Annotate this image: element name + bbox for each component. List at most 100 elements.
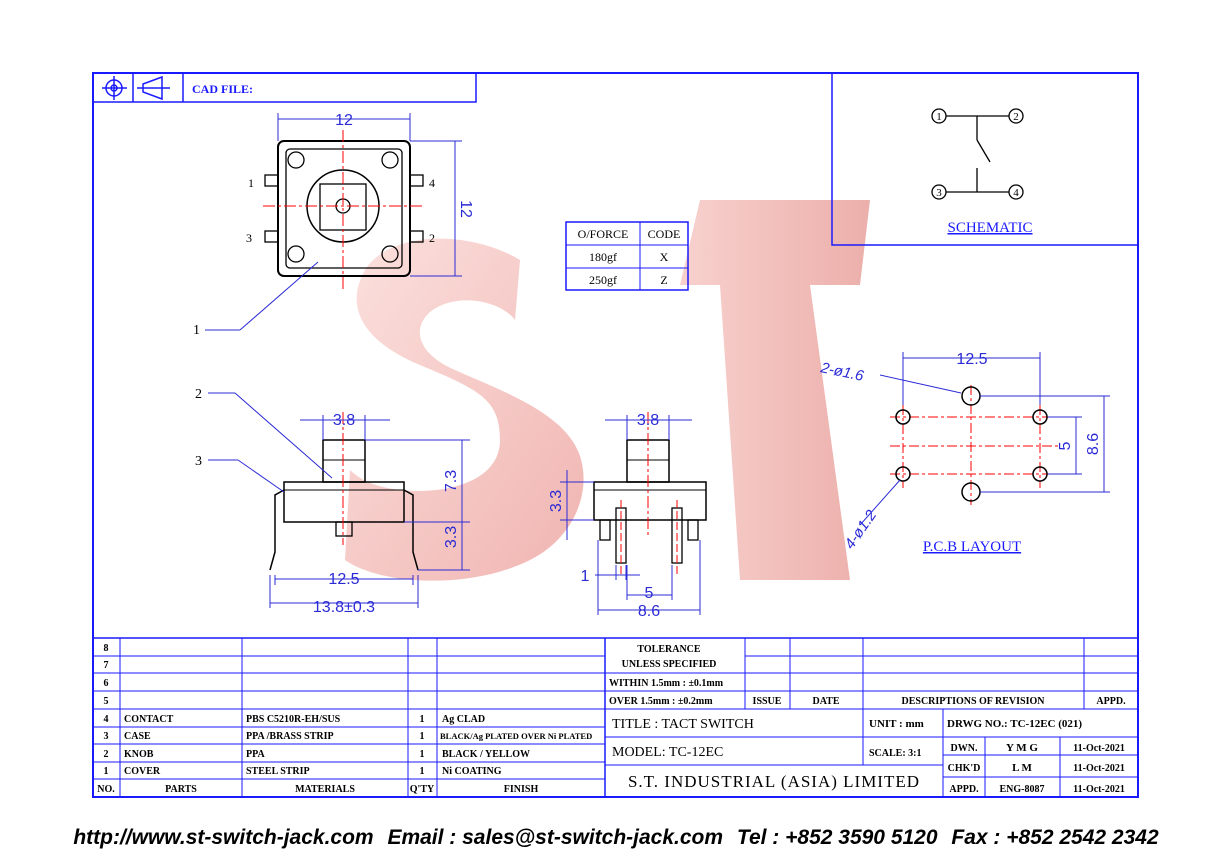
force-row-1-force: 180gf <box>589 250 617 264</box>
schematic-pin-4: 4 <box>1013 187 1019 199</box>
parts-row-7-no: 7 <box>104 660 109 671</box>
parts-header-materials: MATERIALS <box>295 784 355 795</box>
force-header-oforce: O/FORCE <box>578 227 629 241</box>
pcb-hole-small: 4-ø1.2 <box>841 506 880 552</box>
schematic-pin-1: 1 <box>936 111 942 123</box>
front-dim-width: 8.6 <box>638 603 660 620</box>
parts-header-finish: FINISH <box>504 784 539 795</box>
front-view: 3.8 3.3 1 5 8.6 <box>548 412 707 620</box>
top-callout-1: 1 <box>193 323 200 338</box>
parts-row-4-finish: Ag CLAD <box>442 714 485 725</box>
drwg-no-text: DRWG NO.: TC-12EC (021) <box>947 718 1082 730</box>
parts-row-4-qty: 1 <box>420 714 425 725</box>
parts-row-2-finish: BLACK / YELLOW <box>442 749 530 760</box>
bottom-tables <box>93 637 1138 797</box>
chkd-value: L M <box>1012 762 1032 774</box>
tolerance-line-4: OVER 1.5mm : ±0.2mm <box>609 696 713 707</box>
unit-text: UNIT : mm <box>869 718 924 730</box>
parts-row-2-material: PPA <box>246 749 265 760</box>
side-dim-height-body: 3.3 <box>443 526 460 548</box>
pcb-title: P.C.B LAYOUT <box>923 539 1021 555</box>
appd-date: 11-Oct-2021 <box>1073 784 1125 795</box>
schematic-pin-3: 3 <box>936 187 942 199</box>
model-text: MODEL: TC-12EC <box>612 745 723 760</box>
top-dim-width: 12 <box>335 112 353 129</box>
side-view: 3.8 7.3 3.3 12.5 13.8±0.3 2 3 <box>195 387 470 616</box>
top-dim-height: 12 <box>457 200 474 218</box>
parts-row-1-qty: 1 <box>420 766 425 777</box>
pcb-hole-large: 2-ø1.6 <box>818 359 866 385</box>
appd-label: APPD. <box>949 784 979 795</box>
title-text: TITLE : TACT SWITCH <box>612 717 754 732</box>
parts-row-8-no: 8 <box>104 643 109 654</box>
parts-table: 8 7 6 5 4 CONTACT PBS C5210R-EH/SUS 1 Ag… <box>97 643 592 795</box>
side-dim-knob: 3.8 <box>333 412 355 429</box>
pcb-dim-pitch: 5 <box>1057 441 1074 450</box>
parts-header-parts: PARTS <box>165 784 197 795</box>
side-dim-width-total: 13.8±0.3 <box>313 599 375 616</box>
chkd-label: CHK'D <box>948 763 981 774</box>
dwn-value: Y M G <box>1006 742 1038 754</box>
cad-file-label: CAD FILE: <box>192 82 253 96</box>
force-row-1-code: X <box>660 250 669 264</box>
drawing-sheet: CAD FILE: 1 2 3 4 SCHEMATIC <box>92 72 1139 798</box>
schematic-title: SCHEMATIC <box>947 220 1032 236</box>
force-row-2-code: Z <box>660 273 667 287</box>
fax-text: Fax : +852 2542 2342 <box>951 826 1159 849</box>
front-dim-pin: 1 <box>581 568 590 585</box>
title-block: TITLE : TACT SWITCH UNIT : mm DRWG NO.: … <box>612 717 1125 795</box>
website-link[interactable]: http://www.st-switch-jack.com <box>73 826 374 849</box>
front-dim-body: 3.3 <box>548 490 565 512</box>
pcb-layout: 12.5 5 8.6 2-ø1.6 4-ø1.2 P.C.B LAYOUT <box>818 351 1110 555</box>
top-view: 12 12 1 4 3 2 1 <box>193 112 474 338</box>
force-row-2-force: 250gf <box>589 273 617 287</box>
side-dim-pitch: 12.5 <box>328 571 359 588</box>
side-dim-height-total: 7.3 <box>443 470 460 492</box>
pcb-dim-height: 8.6 <box>1085 433 1102 455</box>
company-name: S.T. INDUSTRIAL (ASIA) LIMITED <box>628 772 920 791</box>
parts-row-2-qty: 1 <box>420 749 425 760</box>
sheet-border <box>92 72 1139 798</box>
top-pin-1: 1 <box>248 176 254 190</box>
scale-text: SCALE: 3:1 <box>869 748 922 759</box>
parts-row-5-no: 5 <box>104 696 109 707</box>
top-pin-4: 4 <box>429 176 435 190</box>
parts-row-6-no: 6 <box>104 678 109 689</box>
chkd-date: 11-Oct-2021 <box>1073 763 1125 774</box>
parts-row-2-part: KNOB <box>124 749 154 760</box>
front-dim-pitch: 5 <box>645 585 654 602</box>
tolerance-line-2: UNLESS SPECIFIED <box>622 659 717 670</box>
parts-row-3-no: 3 <box>104 731 109 742</box>
front-dim-knob: 3.8 <box>637 412 659 429</box>
top-pin-3: 3 <box>246 231 252 245</box>
tolerance-block: TOLERANCE UNLESS SPECIFIED WITHIN 1.5mm … <box>609 644 1126 707</box>
parts-row-2-no: 2 <box>104 749 109 760</box>
revision-date-header: DATE <box>812 696 839 707</box>
parts-row-4-no: 4 <box>104 714 109 725</box>
tolerance-line-3: WITHIN 1.5mm : ±0.1mm <box>609 678 724 689</box>
parts-header-qty: Q'TY <box>410 784 435 795</box>
parts-row-3-qty: 1 <box>420 731 425 742</box>
parts-row-3-finish: BLACK/Ag PLATED OVER Ni PLATED <box>440 731 592 741</box>
email-text[interactable]: Email : sales@st-switch-jack.com <box>387 826 724 849</box>
top-pin-2: 2 <box>429 231 435 245</box>
revision-descriptions-header: DESCRIPTIONS OF REVISION <box>902 696 1046 707</box>
parts-row-4-part: CONTACT <box>124 714 174 725</box>
force-header-code: CODE <box>648 227 681 241</box>
tolerance-line-1: TOLERANCE <box>637 644 700 655</box>
parts-row-3-part: CASE <box>124 731 151 742</box>
dwn-label: DWN. <box>951 743 978 754</box>
side-callout-3: 3 <box>195 454 202 469</box>
schematic-pin-2: 2 <box>1013 111 1019 123</box>
contact-footer: http://www.st-switch-jack.com Email : sa… <box>0 826 1232 850</box>
revision-appd-header: APPD. <box>1096 696 1126 707</box>
parts-row-1-part: COVER <box>124 766 161 777</box>
parts-row-4-material: PBS C5210R-EH/SUS <box>246 714 341 725</box>
appd-value: ENG-8087 <box>1000 784 1045 795</box>
projection-target-icon <box>102 76 127 100</box>
force-table: O/FORCE CODE 180gf X 250gf Z <box>565 221 689 291</box>
parts-row-1-no: 1 <box>104 766 109 777</box>
schematic-box: 1 2 3 4 SCHEMATIC <box>831 72 1139 246</box>
revision-issue-header: ISSUE <box>753 696 782 707</box>
tel-text: Tel : +852 3590 5120 <box>736 826 938 849</box>
